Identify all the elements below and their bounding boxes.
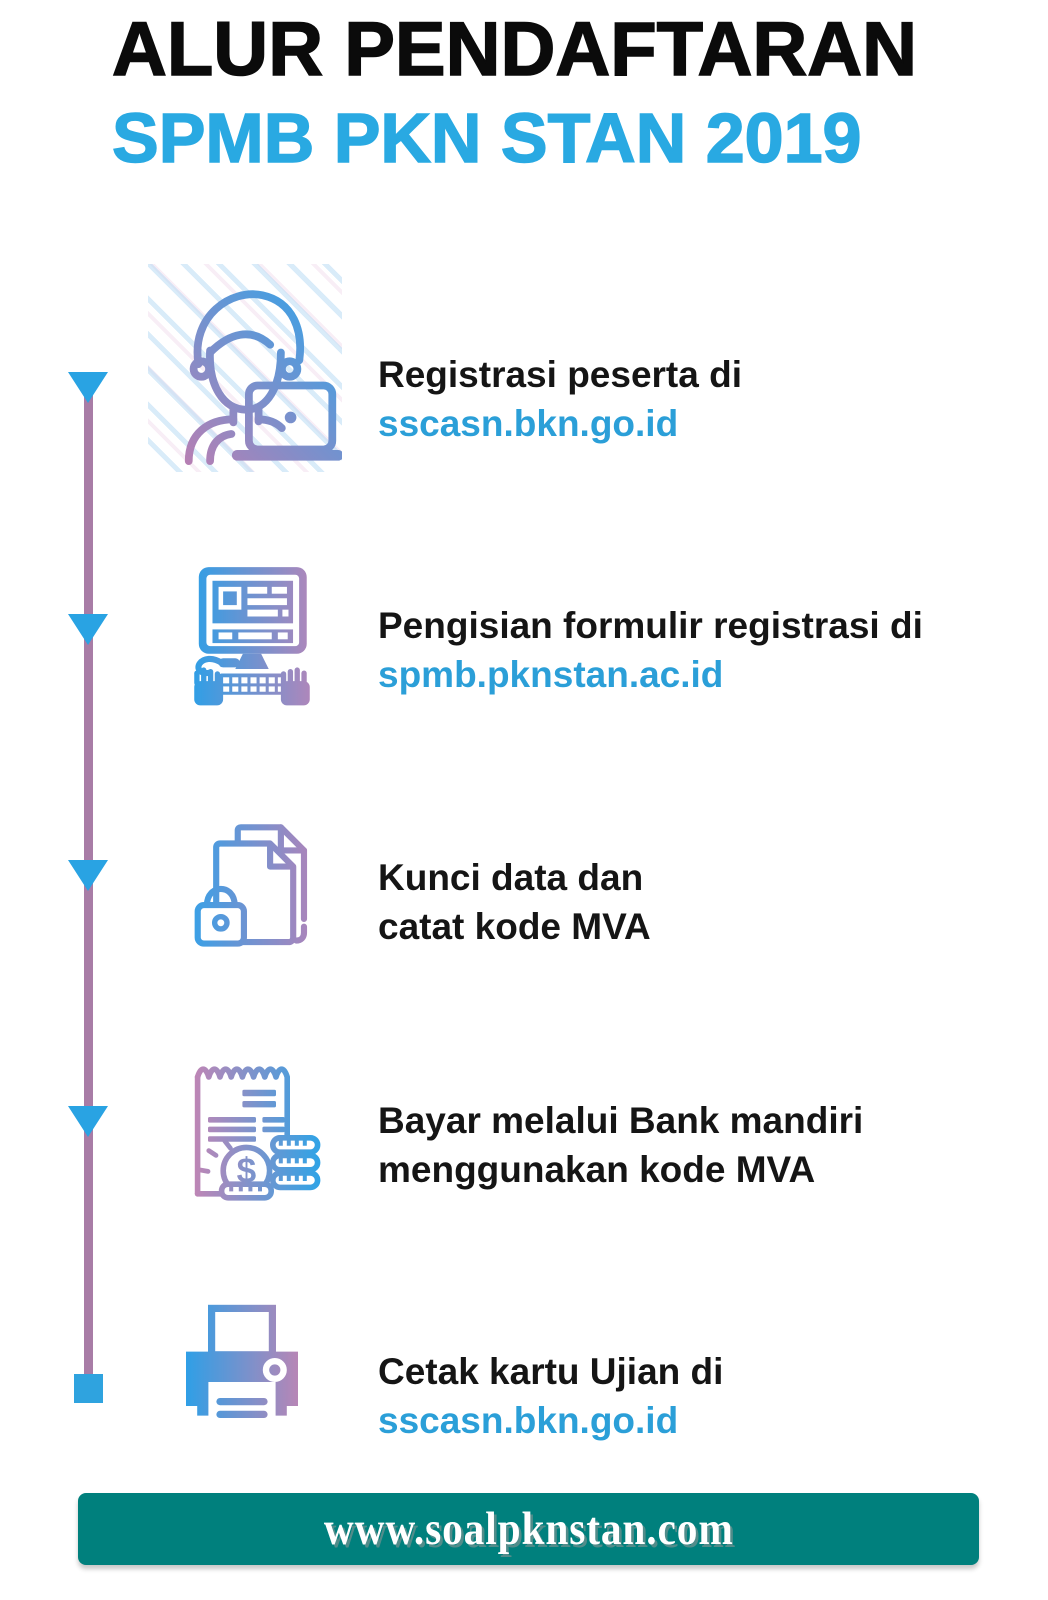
person-at-laptop-icon (148, 264, 342, 472)
step-3-text: Kunci data dan catat kode MVA (378, 853, 651, 951)
timeline-arrow-down-icon (68, 372, 108, 403)
step-4-label-line2: menggunakan kode MVA (378, 1149, 816, 1190)
step-5-text: Cetak kartu Ujian di sscasn.bkn.go.id (378, 1347, 723, 1445)
step-2-url: spmb.pknstan.ac.id (378, 654, 724, 695)
step-1-url: sscasn.bkn.go.id (378, 403, 679, 444)
computer-form-icon (176, 548, 328, 723)
locked-documents-icon (170, 796, 324, 968)
step-3-label-line1: Kunci data dan (378, 857, 644, 898)
timeline-arrow-down-icon (68, 860, 108, 891)
step-1-text: Registrasi peserta di sscasn.bkn.go.id (378, 350, 742, 448)
step-4-text: Bayar melalui Bank mandiri menggunakan k… (378, 1096, 863, 1194)
payment-receipt-icon: $ (164, 1036, 324, 1214)
step-5-label: Cetak kartu Ujian di (378, 1351, 724, 1392)
step-2-text: Pengisian formulir registrasi di spmb.pk… (378, 601, 923, 699)
footer-banner: www.soalpknstan.com (78, 1493, 979, 1565)
step-5-url: sscasn.bkn.go.id (378, 1400, 679, 1441)
footer-website-url: www.soalpknstan.com (323, 1503, 734, 1555)
page-subtitle: SPMB PKN STAN 2019 (111, 99, 862, 177)
step-3-label-line2: catat kode MVA (378, 906, 651, 947)
svg-text:$: $ (237, 1152, 257, 1191)
step-1-label: Registrasi peserta di (378, 354, 742, 395)
step-2-label: Pengisian formulir registrasi di (378, 605, 923, 646)
printer-icon (162, 1284, 322, 1464)
timeline-end-square (74, 1374, 103, 1403)
timeline-arrow-down-icon (68, 1106, 108, 1137)
timeline-arrow-down-icon (68, 614, 108, 645)
page-title: ALUR PENDAFTARAN (111, 7, 917, 92)
step-4-label-line1: Bayar melalui Bank mandiri (378, 1100, 864, 1141)
